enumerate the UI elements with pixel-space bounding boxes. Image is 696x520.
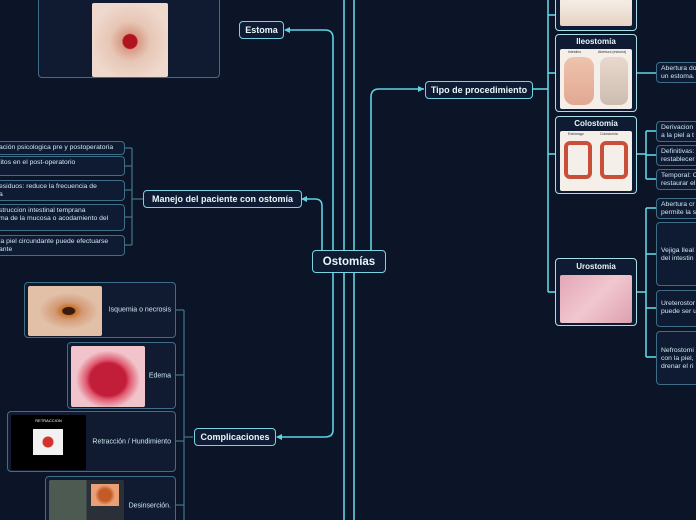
manejo-item-1[interactable]: ación psicologica pre y postoperatoria xyxy=(0,141,125,155)
procedure-card-top[interactable] xyxy=(555,0,637,31)
complicacion-retraccion-card[interactable]: RETRACCION Retracción / Hundimiento xyxy=(7,411,176,472)
manejo-item-2[interactable]: litos en el post-operatorio xyxy=(0,156,125,176)
branch-complicaciones-label: Complicaciones xyxy=(200,432,270,442)
complicacion-isquemia-card[interactable]: Isquemia o necrosis xyxy=(24,282,176,338)
procedure-card-urostomia[interactable]: Urostomia xyxy=(555,258,637,326)
manejo-item-3[interactable]: esiduos: reduce la frecuencia dea xyxy=(0,180,125,201)
branch-tipo-procedimiento[interactable]: Tipo de procedimiento xyxy=(425,81,533,99)
retraccion-illustration xyxy=(33,429,63,455)
complicacion-edema-card[interactable]: Edema xyxy=(67,342,176,409)
branch-complicaciones[interactable]: Complicaciones xyxy=(194,428,276,446)
uro-detail-3-line1: Ureterostor xyxy=(661,300,695,307)
uro-detail-2-line2: del intestin xyxy=(661,255,694,262)
desinsercion-photo xyxy=(49,480,124,520)
uro-detail-4-line1: Nefrostomi xyxy=(661,347,694,354)
procedure-card-ileostomia[interactable]: Ileostomía Intestino Abertura (estoma) xyxy=(555,34,637,112)
ileostomia-fig-label-2: Abertura (estoma) xyxy=(598,50,627,54)
uro-detail-4-line2: con la piel, xyxy=(661,355,694,362)
procedure-card-colostomia[interactable]: Colostomía Estómago Colostomía xyxy=(555,116,637,194)
ileostomia-fig-label-1: Intestino xyxy=(568,50,582,54)
branch-estoma-label: Estoma xyxy=(245,25,278,35)
isquemia-photo xyxy=(28,286,102,336)
urostomia-photo xyxy=(560,275,632,323)
colo-detail-2-line1: Definitivas: xyxy=(661,148,695,155)
colostomia-illustration: Estómago Colostomía xyxy=(560,131,632,191)
manejo-item-3-line2: a xyxy=(0,191,120,199)
estoma-photo xyxy=(92,3,168,77)
desinsercion-label: Desinserción. xyxy=(128,502,171,510)
uro-detail-1-line2: permite la s xyxy=(661,209,696,216)
branch-manejo[interactable]: Manejo del paciente con ostomía xyxy=(143,190,302,208)
desinsercion-illustration xyxy=(91,484,119,506)
manejo-item-3-line1: esiduos: reduce la frecuencia de xyxy=(0,183,97,190)
edema-photo xyxy=(71,346,145,407)
manejo-item-5-line2: ante xyxy=(0,246,13,253)
retraccion-photo: RETRACCION xyxy=(11,415,86,470)
retraccion-caption: RETRACCION xyxy=(35,418,62,423)
central-node[interactable]: Ostomías xyxy=(312,250,386,273)
ileostomia-body-right xyxy=(600,57,628,105)
central-label: Ostomías xyxy=(322,255,376,268)
branch-estoma[interactable]: Estoma xyxy=(239,21,284,39)
colostomia-colon-left xyxy=(564,141,592,179)
complicacion-desinsercion-card[interactable]: Desinserción. xyxy=(45,476,176,520)
uro-detail-2-line1: Vejiga Ileal xyxy=(661,247,694,254)
retraccion-label: Retracción / Hundimiento xyxy=(92,438,171,445)
estoma-image-card[interactable] xyxy=(38,0,220,78)
colostomia-detail-2[interactable]: Definitivas:restablecer xyxy=(656,145,696,166)
colo-detail-3-line1: Temporal: C xyxy=(661,172,696,179)
colostomia-fig-label-1: Estómago xyxy=(568,132,584,136)
uro-detail-1-line1: Abertura cr xyxy=(661,201,695,208)
manejo-item-4-line2: ma de la mucosa o acodamiento del xyxy=(0,215,109,222)
ileostomia-illustration: Intestino Abertura (estoma) xyxy=(560,49,632,109)
colostomia-title: Colostomía xyxy=(574,119,618,128)
manejo-item-4-line1: struccion intestinal temprana xyxy=(0,207,86,214)
colo-detail-1-line2: a la piel a t xyxy=(661,132,694,139)
colo-detail-2-line2: restablecer xyxy=(661,156,695,163)
ileo-detail-line1: Abertura do xyxy=(661,65,696,72)
colostomia-colon-right xyxy=(600,141,628,179)
urostomia-title: Urostomia xyxy=(576,262,616,271)
manejo-item-1-text: ación psicologica pre y postoperatoria xyxy=(0,144,114,151)
uro-detail-3-line2: puede ser u xyxy=(661,308,696,315)
uro-detail-4-line3: drenar el ri xyxy=(661,363,694,370)
manejo-item-2-text: litos en el post-operatorio xyxy=(0,159,76,166)
ileostomia-body-left xyxy=(564,57,594,105)
top-card-illustration xyxy=(560,0,632,26)
ileo-detail-line2: un estoma. xyxy=(661,73,695,80)
branch-manejo-label: Manejo del paciente con ostomía xyxy=(151,194,294,204)
isquemia-label: Isquemia o necrosis xyxy=(108,306,171,314)
branch-tipo-label: Tipo de procedimiento xyxy=(430,85,528,95)
colostomia-fig-label-2: Colostomía xyxy=(600,132,618,136)
colo-detail-1-line1: Derivacion xyxy=(661,124,694,131)
edema-label: Edema xyxy=(148,372,171,379)
ileostomia-title: Ileostomía xyxy=(576,37,616,46)
manejo-item-5-line1: la piel circundante puede efectuarse xyxy=(0,238,109,245)
colo-detail-3-line2: restaurar el xyxy=(661,180,696,187)
